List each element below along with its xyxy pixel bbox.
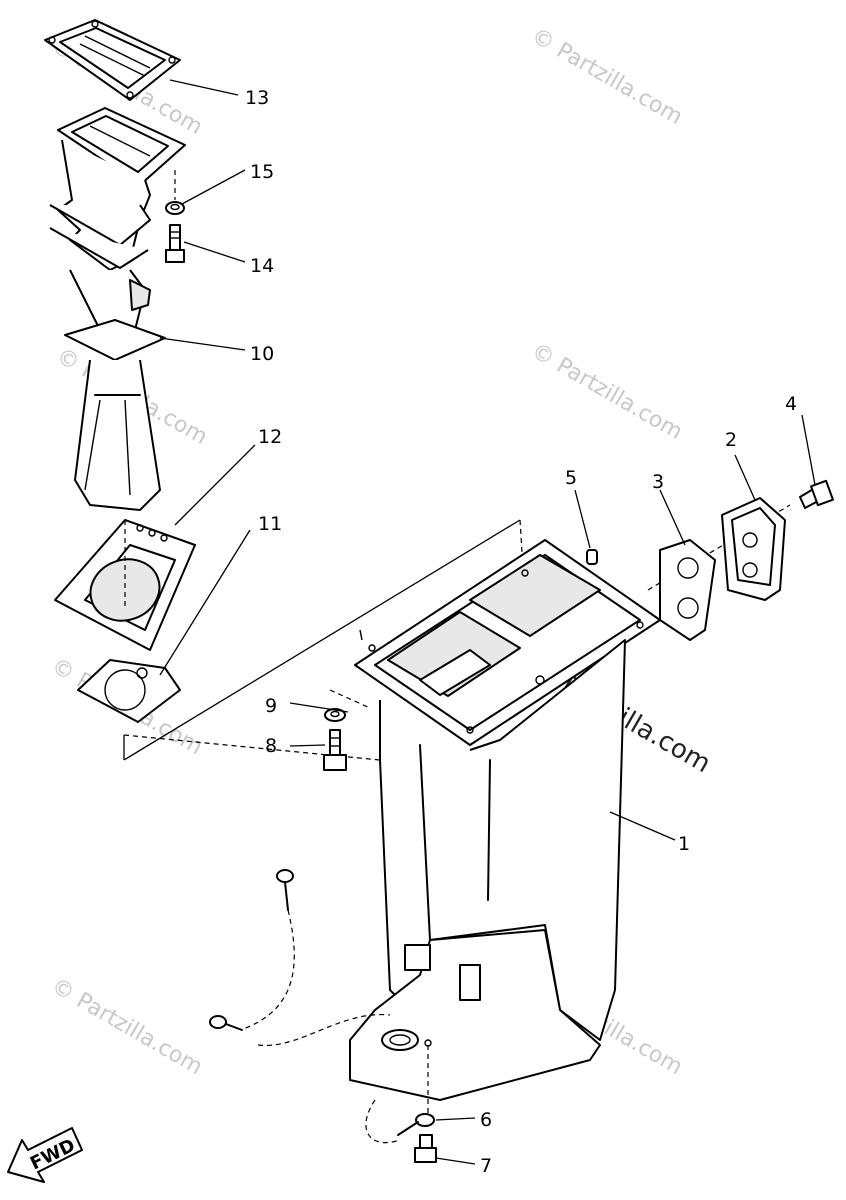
part-3-gasket [659,539,716,641]
part-11-gasket [77,659,181,723]
callout-3: 3 [652,471,664,493]
part-1-upper-casing [349,539,661,1101]
watermark: © Partzilla.com [527,24,687,131]
callout-13: 13 [245,87,269,109]
callout-9: 9 [265,695,277,717]
callout-14: 14 [250,255,274,277]
callout-7: 7 [480,1155,492,1177]
callout-2: 2 [725,429,737,451]
part-5-pin [586,549,598,565]
leader-lines [159,79,816,1165]
callout-15: 15 [250,161,274,183]
part-10-exhaust-guide [49,107,186,511]
watermark: © Partzilla.com [47,974,207,1081]
part-7-bolt [414,1134,437,1163]
part-8-bolt [323,729,347,771]
part-13-gasket [44,19,181,101]
part-6-washer [365,1045,435,1144]
callout-8: 8 [265,735,277,757]
ground-wire [209,869,391,1046]
part-9-washer [324,708,346,722]
fwd-arrow-icon: FWD [7,1127,83,1183]
watermark: © Partzilla.com [527,339,687,446]
callout-10: 10 [250,343,274,365]
callout-labels: 13 15 14 10 12 11 9 8 1 2 4 3 5 6 7 [245,87,797,1177]
callout-11: 11 [258,513,282,535]
callout-12: 12 [258,426,282,448]
callout-4: 4 [785,393,797,415]
part-4-screw [799,479,834,509]
callout-1: 1 [678,833,690,855]
callout-6: 6 [480,1109,492,1131]
part-14-bolt [165,224,185,263]
callout-5: 5 [565,467,577,489]
part-15-washer [165,201,185,215]
part-2-cover [721,497,786,601]
